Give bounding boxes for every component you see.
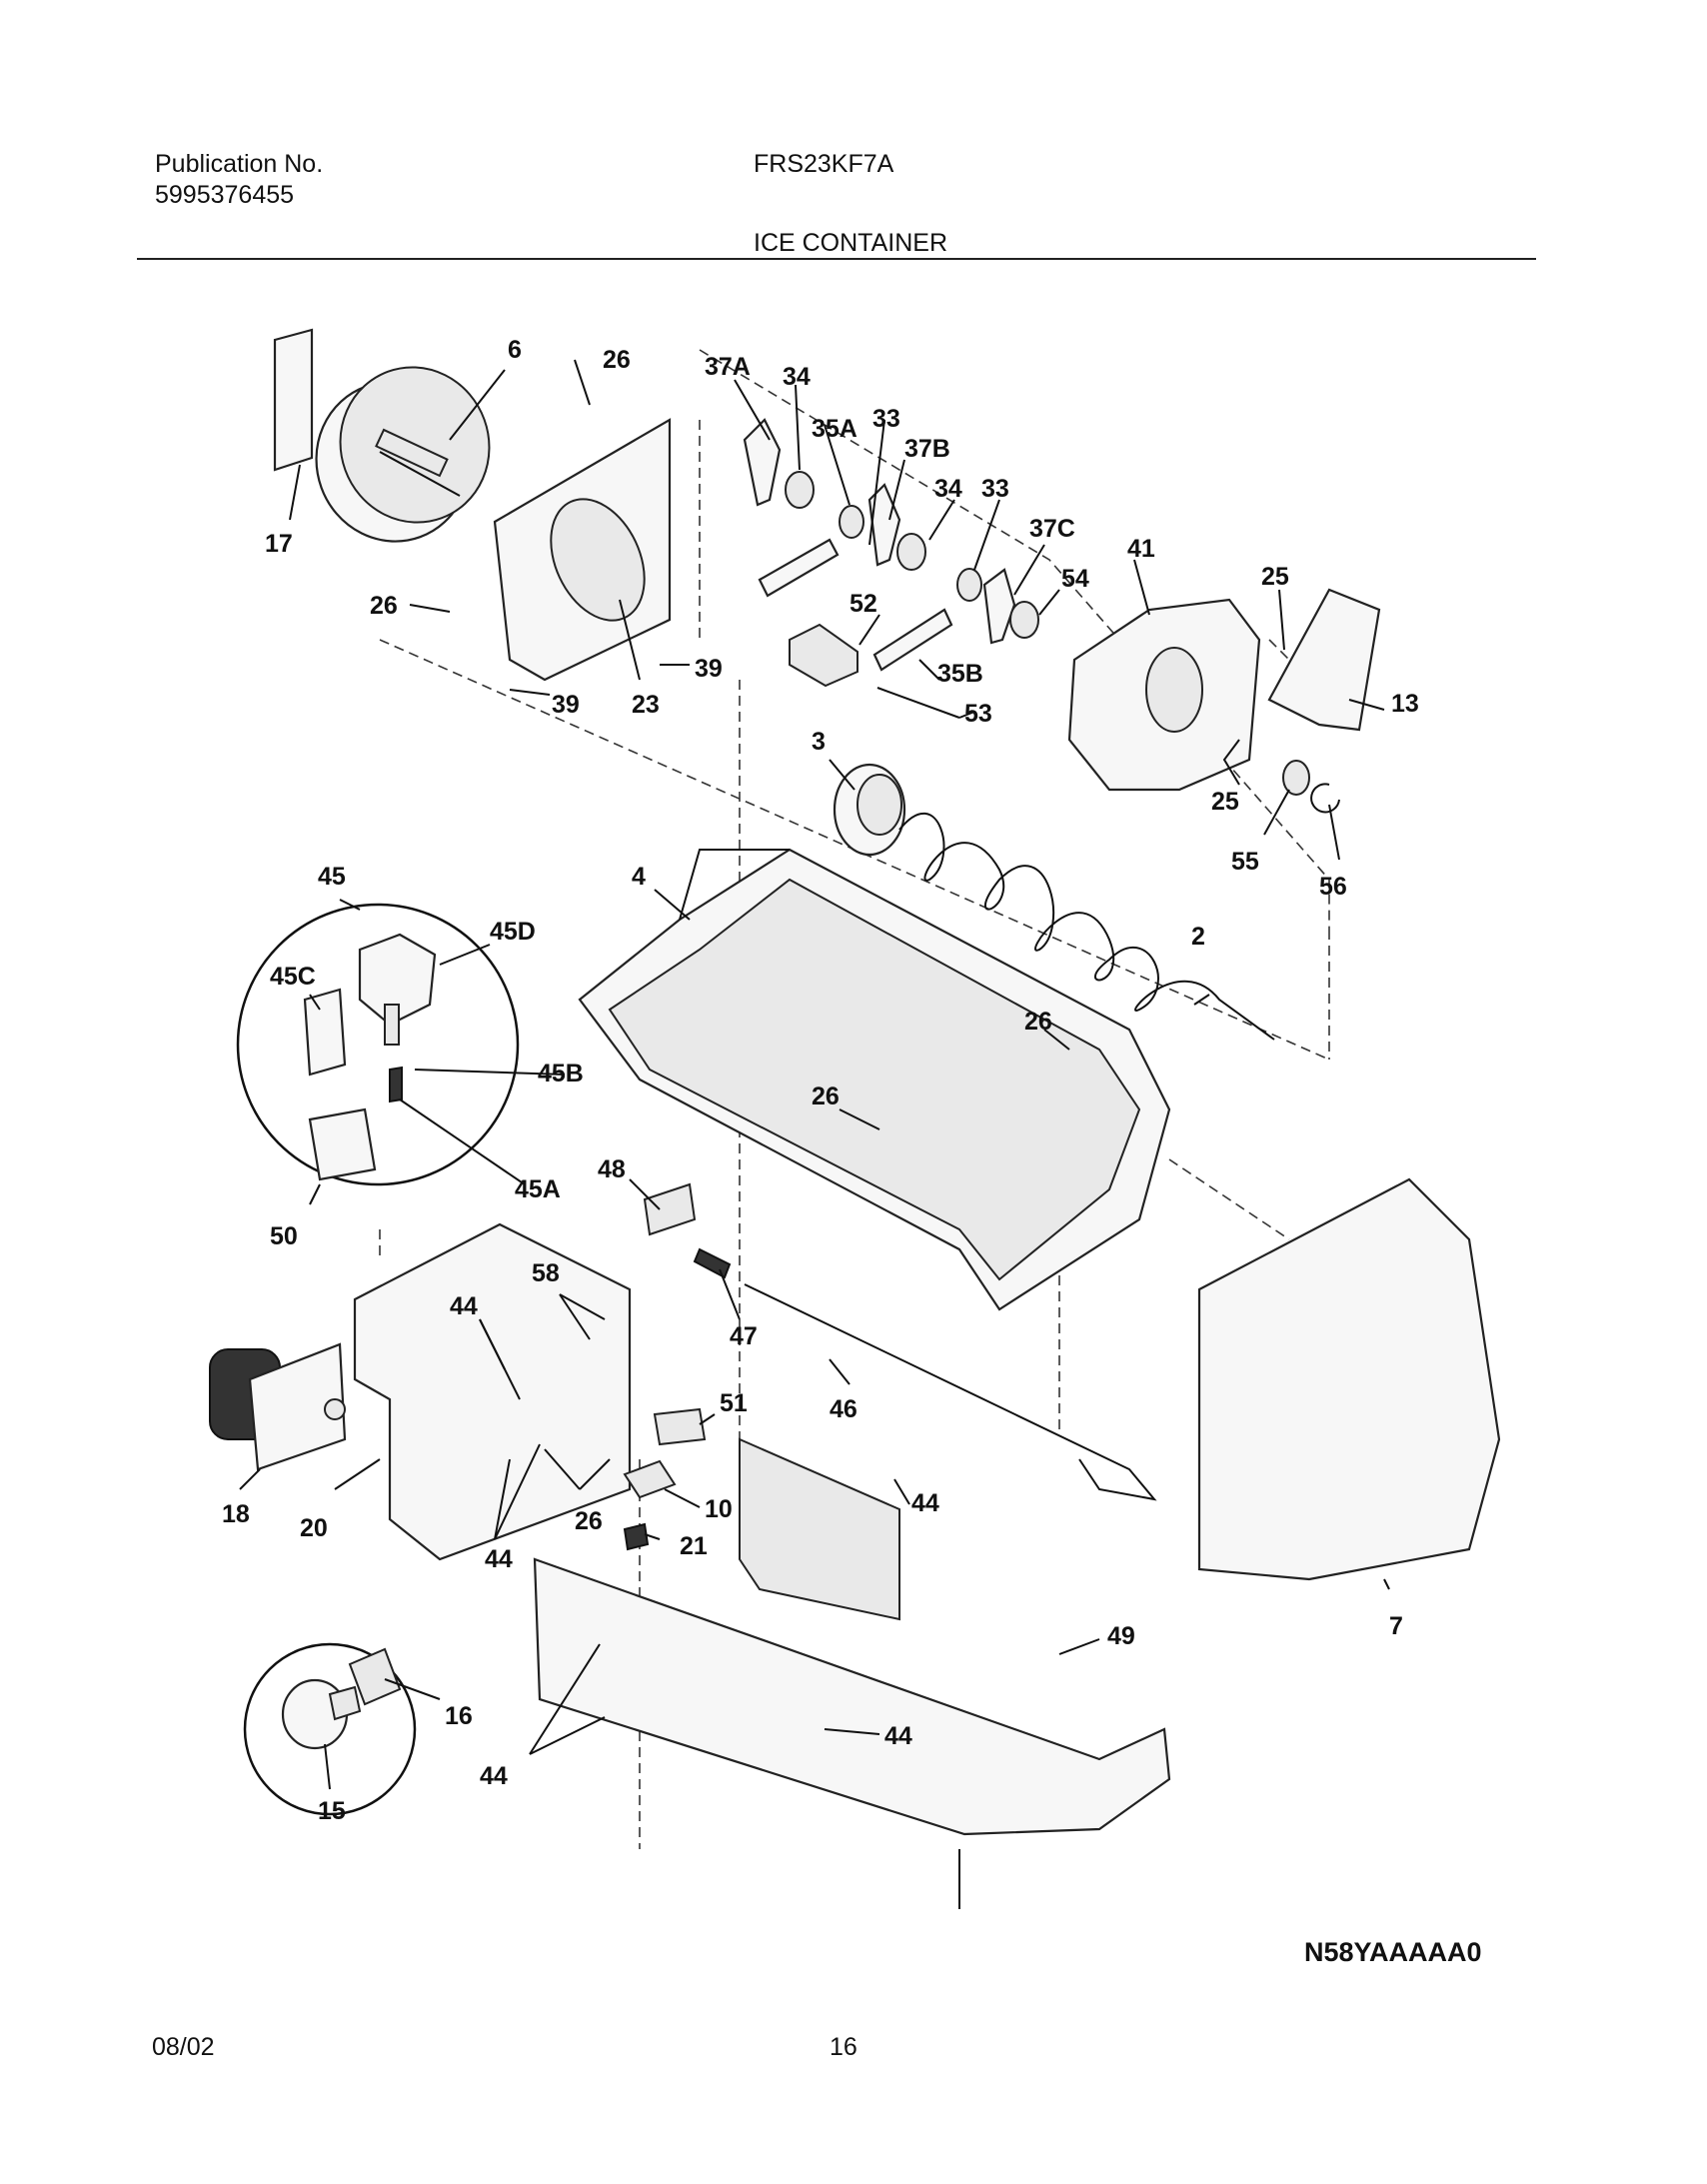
part-41-shape: [1067, 598, 1261, 792]
part-37b-shape: [867, 483, 901, 567]
callout-54: 54: [1061, 565, 1089, 593]
callout-21: 21: [680, 1532, 708, 1560]
part-17-shape: [273, 328, 314, 472]
callout-44-e: 44: [480, 1762, 508, 1790]
callout-16: 16: [445, 1702, 473, 1730]
part-56-shape: [1310, 783, 1340, 814]
light-socket-inset: [243, 1642, 417, 1816]
callout-15: 15: [318, 1797, 346, 1825]
callout-2: 2: [1191, 923, 1205, 951]
callout-18: 18: [222, 1500, 250, 1528]
publication-number: 5995376455: [155, 181, 295, 209]
callout-45: 45: [318, 863, 346, 891]
callout-37c: 37C: [1029, 515, 1075, 543]
callout-45b: 45B: [538, 1060, 584, 1088]
callout-26-b: 26: [370, 592, 398, 620]
part-2-shape: [898, 812, 1275, 1041]
part-46-shape: [744, 1283, 1157, 1501]
callout-39-b: 39: [695, 655, 723, 683]
callout-6: 6: [508, 336, 522, 364]
callout-50: 50: [270, 1222, 298, 1250]
callout-45c: 45C: [270, 963, 316, 991]
publication-label: Publication No.: [155, 150, 324, 178]
callout-44-a: 44: [450, 1292, 478, 1320]
header-rule: [137, 258, 1536, 260]
part-49-shape: [533, 1437, 1171, 1909]
callout-13: 13: [1391, 690, 1419, 718]
part-6-shape: [315, 366, 491, 543]
diagram-code: N58YAAAAA0: [1304, 1937, 1482, 1967]
callout-52: 52: [850, 590, 877, 618]
callout-34-b: 34: [934, 475, 962, 503]
section-title: ICE CONTAINER: [754, 229, 947, 257]
callout-56: 56: [1319, 873, 1347, 901]
callout-44-d: 44: [884, 1722, 912, 1750]
part-37c-shape: [982, 568, 1016, 645]
callout-33-a: 33: [872, 405, 900, 433]
callout-17: 17: [265, 530, 293, 558]
callout-10: 10: [705, 1495, 733, 1523]
part-7-shape: [1197, 1177, 1501, 1581]
part-20-shape: [353, 1222, 632, 1561]
footer-date: 08/02: [152, 2033, 215, 2061]
callout-25-b: 25: [1211, 788, 1239, 816]
part-18-shape: [209, 1342, 347, 1471]
callout-26-a: 26: [603, 346, 631, 374]
callout-41: 41: [1127, 535, 1155, 563]
callout-51: 51: [720, 1389, 748, 1417]
callout-37a: 37A: [705, 353, 751, 381]
part-35a-shape: [758, 538, 840, 598]
callout-33-b: 33: [981, 475, 1009, 503]
part-4-shape: [578, 848, 1171, 1311]
callout-39-a: 39: [552, 691, 580, 719]
callout-58: 58: [532, 1259, 560, 1287]
part-35b-shape: [872, 608, 953, 672]
callout-44-c: 44: [485, 1545, 513, 1573]
callout-37b: 37B: [904, 435, 950, 463]
callout-26-c: 26: [1024, 1008, 1052, 1036]
part-52-shape: [789, 623, 858, 688]
callout-4: 4: [632, 863, 646, 891]
callout-48: 48: [598, 1155, 626, 1183]
part-48-shape: [643, 1182, 697, 1236]
callout-47: 47: [730, 1322, 758, 1350]
callout-35b: 35B: [937, 660, 983, 688]
callout-45d: 45D: [490, 918, 536, 946]
part-55-shape: [1282, 760, 1310, 796]
part-53-shape: [876, 687, 960, 719]
callout-26-d: 26: [812, 1083, 840, 1110]
leader-lines: [239, 359, 1390, 1790]
callout-labels: 6 26 37A 34 35A 33 37B 34 33 37C 41 25 1…: [222, 336, 1419, 1825]
footer-page-number: 16: [830, 2033, 857, 2061]
part-47-shape: [693, 1247, 732, 1279]
callout-35a: 35A: [812, 415, 857, 443]
part-21-shape: [623, 1522, 650, 1551]
callout-3: 3: [812, 728, 826, 756]
callout-26-e: 26: [575, 1507, 603, 1535]
part-10-shape: [623, 1459, 677, 1499]
part-37a-shape: [743, 418, 782, 507]
bushings: [785, 471, 1039, 639]
part-51-shape: [653, 1407, 707, 1446]
callout-7: 7: [1389, 1612, 1403, 1640]
callout-25-a: 25: [1261, 563, 1289, 591]
model-number: FRS23KF7A: [754, 150, 894, 178]
part-13-shape: [1267, 588, 1381, 732]
callout-46: 46: [830, 1395, 857, 1423]
callout-49: 49: [1107, 1622, 1135, 1650]
callout-34-a: 34: [783, 363, 811, 391]
callout-53: 53: [964, 700, 992, 728]
part-45-inset: [236, 903, 520, 1186]
callout-45a: 45A: [515, 1175, 561, 1203]
callout-23: 23: [632, 691, 660, 719]
callout-55: 55: [1231, 848, 1259, 876]
callout-20: 20: [300, 1514, 328, 1542]
callout-44-b: 44: [911, 1489, 939, 1517]
